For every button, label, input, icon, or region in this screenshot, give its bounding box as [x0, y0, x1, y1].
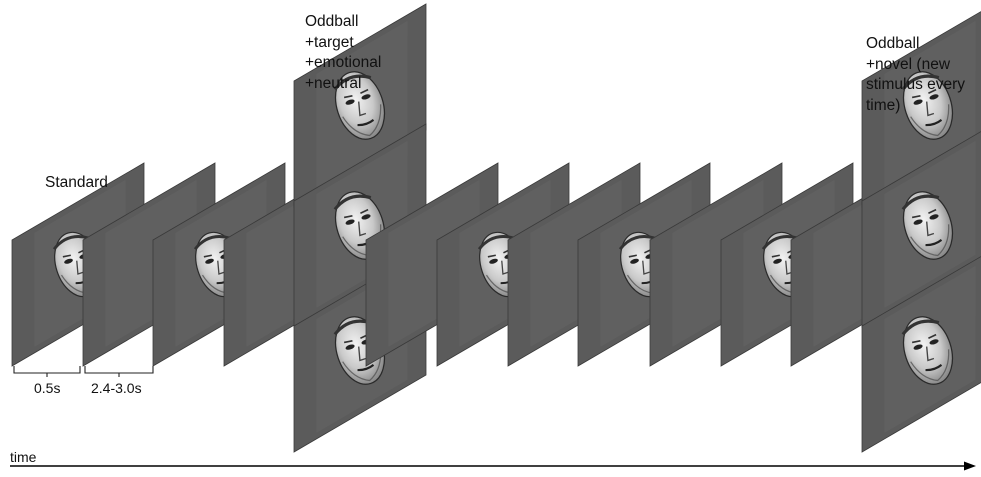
time-axis: [10, 461, 976, 471]
face-icon: [901, 191, 954, 260]
oddball-target-line-1: Oddball: [305, 13, 359, 30]
face-icon: [901, 316, 954, 385]
oddball-target-line-4: +neutral: [305, 74, 362, 92]
oddball-target-label: Oddball +target +emotional +neutral: [305, 12, 381, 94]
time-axis-label: time: [10, 449, 37, 465]
isi-duration-label: 2.4-3.0s: [91, 380, 142, 396]
face-icon: [333, 71, 386, 140]
frames-layer: [11, 3, 981, 453]
oddball-novel-line-1: Oddball: [866, 35, 920, 52]
oddball-frame: [861, 11, 981, 208]
oddball-stack: [861, 11, 981, 453]
oddball-novel-line-2: +novel (new: [866, 55, 951, 73]
face-icon: [901, 71, 954, 140]
oddball-frame: [861, 131, 981, 328]
oddball-frame: [293, 3, 427, 208]
duration-brackets: [13, 366, 154, 377]
oddball-novel-line-3: stimulus every: [866, 76, 966, 93]
oddball-target-line-3: +emotional: [305, 54, 382, 71]
oddball-novel-line-4: time): [866, 96, 901, 114]
oddball-target-line-2: +target: [305, 33, 354, 51]
face-duration-label: 0.5s: [34, 380, 61, 396]
oddball-novel-label: Oddball +novel (new stimulus every time): [866, 34, 965, 116]
standard-label: Standard: [45, 174, 108, 191]
oddball-frame: [861, 256, 981, 453]
